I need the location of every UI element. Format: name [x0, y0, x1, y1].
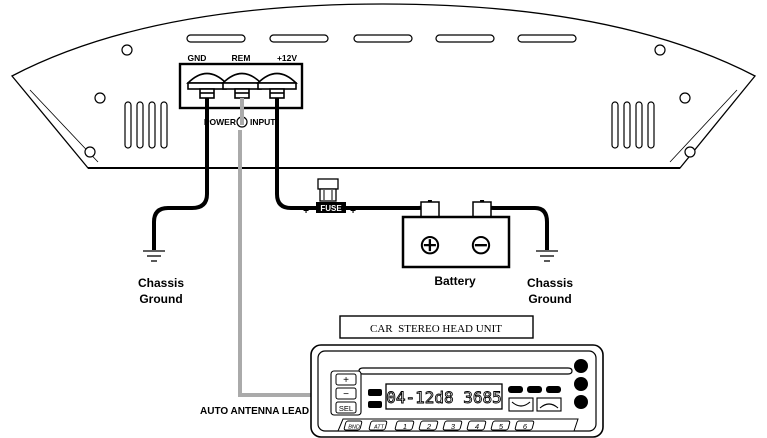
sel-button[interactable] [335, 401, 357, 414]
screw-hole-icon [84, 146, 96, 158]
head-unit-title: CAR STEREO HEAD UNIT [370, 323, 502, 335]
preset-1-label: 1 [403, 422, 407, 431]
vent-slot [186, 34, 246, 43]
small-black-button[interactable] [508, 386, 523, 393]
fuse-plus-right: + [350, 206, 356, 217]
att-button-label: ATT [373, 425, 385, 431]
bnd-button-label: BND [348, 425, 360, 431]
knob-button[interactable] [574, 359, 588, 373]
screw-hole-icon [121, 44, 133, 56]
power-indicator-label-right: INPUT [250, 117, 276, 127]
sel-button-label: SEL [339, 404, 353, 413]
car-stereo-head-unit: + − SEL 04-12d8 3685 [310, 344, 604, 438]
screw-hole-icon [654, 44, 666, 56]
remote-turn-on-wire [238, 98, 318, 397]
seek-down-icon [511, 401, 531, 407]
vent-slot [517, 34, 577, 43]
volume-up-button[interactable] [335, 373, 357, 386]
att-button[interactable] [368, 420, 388, 431]
preset-5-label: 5 [499, 422, 504, 431]
auto-antenna-lead-label: AUTO ANTENNA LEAD [200, 406, 309, 417]
preset-4-button[interactable] [466, 420, 487, 431]
ground-right-label-line1: Chassis [527, 276, 573, 290]
seek-down-button[interactable] [508, 397, 534, 412]
volume-down-button[interactable] [335, 387, 357, 400]
preset-2-button[interactable] [418, 420, 439, 431]
head-unit-title-box: CAR STEREO HEAD UNIT [339, 315, 534, 339]
vent-slot [353, 34, 413, 43]
battery-positive-icon: ⊕ [418, 228, 441, 261]
preset-3-button[interactable] [442, 420, 463, 431]
amplifier-outline [10, 3, 757, 169]
small-black-button[interactable] [546, 386, 561, 393]
cd-slot[interactable] [358, 367, 573, 375]
preset-3-label: 3 [451, 422, 456, 431]
bnd-button[interactable] [343, 420, 363, 431]
ground-left-label-line1: Chassis [138, 276, 184, 290]
battery-negative-icon: ⊖ [469, 228, 492, 261]
preset-button-row [337, 418, 579, 432]
fuse-plus-left: + [303, 206, 309, 217]
terminal-label-gnd: GND [188, 53, 207, 63]
volume-up-label: + [343, 375, 349, 386]
chassis-ground-left [143, 250, 165, 262]
preset-6-button[interactable] [514, 420, 535, 431]
amplifier-chassis [10, 3, 757, 169]
preset-5-button[interactable] [490, 420, 511, 431]
screw-hole-icon [684, 146, 696, 158]
small-black-button[interactable] [368, 389, 382, 396]
fuse: FUSE + + [303, 178, 356, 217]
side-grille-left [124, 101, 168, 149]
top-vents [186, 34, 577, 43]
battery-terminal-positive [420, 201, 440, 219]
small-black-button[interactable] [368, 401, 382, 408]
terminal-label-12v: +12V [277, 53, 297, 63]
vent-slot [269, 34, 329, 43]
preset-2-label: 2 [426, 422, 432, 431]
battery-body [401, 215, 511, 269]
amplifier-edge-shade-right [669, 89, 738, 163]
power-indicator-label-left: POWER [204, 117, 236, 127]
ground-left-label-line2: Ground [139, 292, 182, 306]
power-wire-12v [275, 98, 316, 210]
screw-hole-icon [679, 92, 691, 104]
terminal-label-rem: REM [232, 53, 251, 63]
fuse-label: FUSE [320, 204, 342, 213]
fuse-holder-stem [319, 188, 337, 202]
display-window [385, 383, 503, 410]
vent-slot [435, 34, 495, 43]
terminal-rem[interactable] [221, 72, 263, 99]
ground-wire-left [152, 98, 209, 250]
preset-4-label: 4 [475, 422, 479, 431]
seek-up-button[interactable] [536, 397, 562, 412]
preset-1-button[interactable] [394, 420, 415, 431]
screw-hole-icon [94, 92, 106, 104]
ground-right-label-line2: Ground [528, 292, 571, 306]
preset-6-label: 6 [523, 422, 528, 431]
battery-label: Battery [434, 274, 476, 288]
volume-down-label: − [343, 389, 349, 400]
fuse-to-battery-wire [346, 199, 432, 210]
knob-button[interactable] [574, 395, 588, 409]
screw-holes [84, 44, 696, 158]
fuse-holder-cap [317, 178, 339, 190]
chassis-ground-right [536, 250, 558, 262]
knob-button[interactable] [574, 377, 588, 391]
battery: ⊕ ⊖ Battery [401, 201, 511, 288]
seek-up-icon [539, 403, 559, 409]
fuse-body [316, 202, 346, 213]
battery-terminal-negative [472, 201, 492, 219]
terminal-block: GND REM +12V [178, 53, 304, 110]
small-black-button[interactable] [527, 386, 542, 393]
side-grille-right [611, 101, 655, 149]
display-readout: 04-12d8 3685 [386, 388, 502, 407]
